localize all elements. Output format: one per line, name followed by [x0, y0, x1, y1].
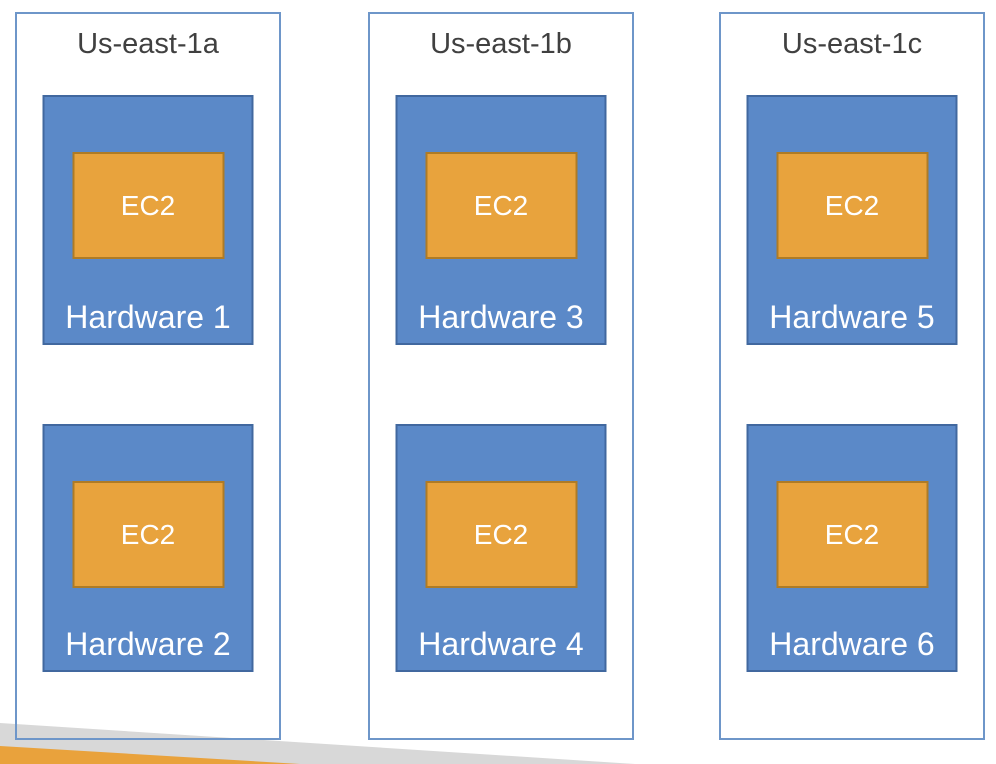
availability-zone-us-east-1a: Us-east-1a EC2 Hardware 1 EC2 Hardware 2 — [15, 12, 281, 740]
hardware-box-3: EC2 Hardware 3 — [395, 95, 607, 345]
ec2-label: EC2 — [824, 518, 880, 550]
ec2-label: EC2 — [824, 189, 880, 221]
ec2-label: EC2 — [473, 189, 529, 221]
zone-title: Us-east-1b — [430, 28, 572, 60]
zone-title: Us-east-1c — [781, 28, 923, 60]
ec2-instance-box: EC2 — [72, 152, 224, 259]
hardware-box-1: EC2 Hardware 1 — [42, 95, 254, 345]
hardware-box-5: EC2 Hardware 5 — [746, 95, 958, 345]
hardware-label: Hardware 3 — [418, 299, 584, 335]
ec2-label: EC2 — [473, 518, 529, 550]
ec2-instance-box: EC2 — [425, 152, 577, 259]
hardware-label: Hardware 2 — [65, 626, 231, 662]
ec2-instance-box: EC2 — [776, 481, 928, 588]
hardware-box-6: EC2 Hardware 6 — [746, 424, 958, 672]
availability-zone-us-east-1c: Us-east-1c EC2 Hardware 5 EC2 Hardware 6 — [719, 12, 985, 740]
ec2-label: EC2 — [120, 189, 176, 221]
ec2-instance-box: EC2 — [776, 152, 928, 259]
hardware-box-2: EC2 Hardware 2 — [42, 424, 254, 672]
hardware-label: Hardware 1 — [65, 299, 231, 335]
ec2-instance-box: EC2 — [425, 481, 577, 588]
availability-zone-us-east-1b: Us-east-1b EC2 Hardware 3 EC2 Hardware 4 — [368, 12, 634, 740]
orange-wedge-shape — [0, 746, 300, 764]
hardware-label: Hardware 4 — [418, 626, 584, 662]
ec2-label: EC2 — [120, 518, 176, 550]
hardware-box-4: EC2 Hardware 4 — [395, 424, 607, 672]
hardware-label: Hardware 5 — [769, 299, 935, 335]
hardware-label: Hardware 6 — [769, 626, 935, 662]
zone-title: Us-east-1a — [77, 28, 219, 60]
ec2-instance-box: EC2 — [72, 481, 224, 588]
gray-wedge-shape — [0, 723, 635, 764]
